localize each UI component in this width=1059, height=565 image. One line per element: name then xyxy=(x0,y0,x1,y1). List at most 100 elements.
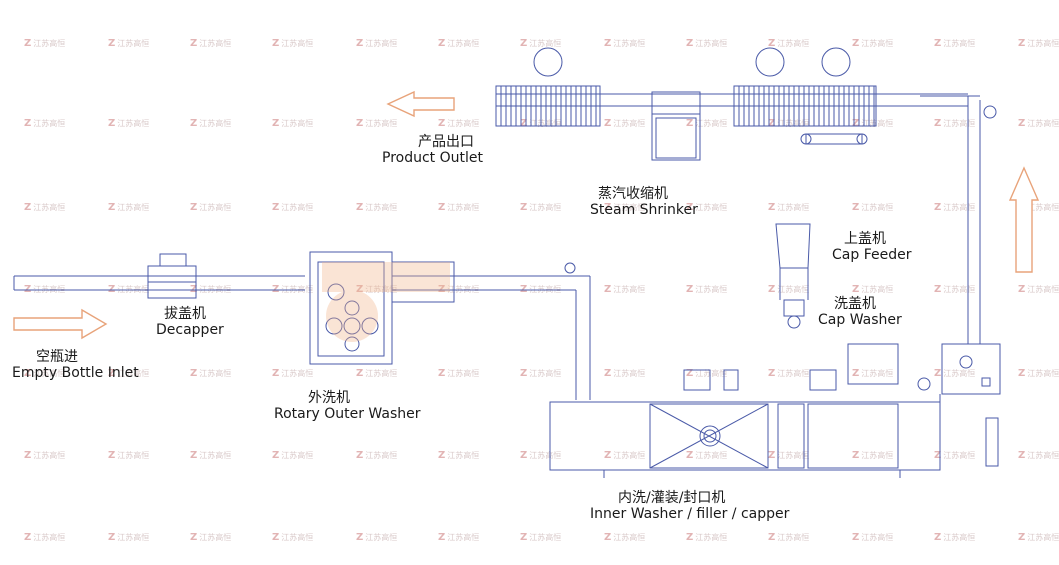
cap-feeder-cn: 上盖机 xyxy=(844,231,886,247)
watermark-text: 江苏高恒 xyxy=(777,451,810,460)
watermark-logo: Z xyxy=(604,450,612,461)
watermark-logo: Z xyxy=(438,532,446,543)
inlet-arrow xyxy=(13,308,108,340)
watermark-logo: Z xyxy=(934,202,942,213)
watermark-logo: Z xyxy=(686,118,694,129)
watermark-logo: Z xyxy=(768,368,776,379)
watermark-text: 江苏高恒 xyxy=(199,203,232,212)
watermark-text: 江苏高恒 xyxy=(199,119,232,128)
watermark-logo: Z xyxy=(356,202,364,213)
watermark-text: 江苏高恒 xyxy=(117,39,150,48)
watermark-logo: Z xyxy=(356,450,364,461)
empty-bottle-inlet-label: 空瓶进 Empty Bottle Inlet xyxy=(12,349,139,381)
watermark-logo: Z xyxy=(768,38,776,49)
inlet-conveyor xyxy=(13,275,305,291)
watermark-logo: Z xyxy=(108,202,116,213)
cap-washer-en: Cap Washer xyxy=(818,312,902,329)
watermark-text: 江苏高恒 xyxy=(447,451,480,460)
watermark-logo: Z xyxy=(190,450,198,461)
watermark-logo: Z xyxy=(852,284,860,295)
watermark-logo: Z xyxy=(934,368,942,379)
inner-washer-filler-capper-cn: 内洗/灌装/封口机 xyxy=(618,490,726,506)
watermark-text: 江苏高恒 xyxy=(695,39,728,48)
watermark-logo: Z xyxy=(852,532,860,543)
watermark-logo: Z xyxy=(852,202,860,213)
watermark-logo: Z xyxy=(1018,532,1026,543)
watermark-text: 江苏高恒 xyxy=(861,119,894,128)
cap-feeder-en: Cap Feeder xyxy=(832,247,912,264)
watermark-text: 江苏高恒 xyxy=(365,533,398,542)
watermark-text: 江苏高恒 xyxy=(281,451,314,460)
watermark-logo: Z xyxy=(356,38,364,49)
watermark-logo: Z xyxy=(768,450,776,461)
watermark-logo: Z xyxy=(356,284,363,295)
watermark-text: 江苏高恒 xyxy=(695,369,728,378)
watermark-logo: Z xyxy=(852,368,860,379)
watermark-logo: Z xyxy=(108,118,116,129)
watermark-text: 江苏高恒 xyxy=(613,369,646,378)
watermark-text: 江苏高恒 xyxy=(861,285,894,294)
watermark-text: 江苏高恒 xyxy=(943,285,976,294)
watermark-logo: Z xyxy=(768,118,776,129)
watermark-text: 江苏高恒 xyxy=(777,39,810,48)
watermark-text: 江苏高恒 xyxy=(695,451,728,460)
watermark-text: 江苏高恒 xyxy=(943,119,976,128)
watermark-text: 江苏高恒 xyxy=(199,533,232,542)
watermark-text: 江苏高恒 xyxy=(117,533,150,542)
decapper-en: Decapper xyxy=(156,322,224,339)
watermark-text: 江苏高恒 xyxy=(1027,119,1059,128)
watermark-logo: Z xyxy=(272,202,280,213)
rotary-outer-washer-en: Rotary Outer Washer xyxy=(274,406,421,423)
watermark-text: 江苏高恒 xyxy=(365,203,398,212)
watermark-text: 江苏高恒 xyxy=(365,369,398,378)
return-conveyor xyxy=(920,95,997,344)
product-outlet-cn: 产品出口 xyxy=(418,134,474,150)
watermark-text: 江苏高恒 xyxy=(281,203,314,212)
steam-shrinker-line xyxy=(496,91,968,161)
watermark-text: 江苏高恒 xyxy=(1027,203,1059,212)
watermark-text: 江苏高恒 xyxy=(199,451,232,460)
watermark-text: 江苏高恒 xyxy=(365,39,398,48)
watermark-logo: Z xyxy=(934,450,942,461)
watermark-text: 江苏高恒 xyxy=(1027,39,1059,48)
watermark-logo: Z xyxy=(190,38,198,49)
empty-bottle-inlet-cn: 空瓶进 xyxy=(36,349,78,365)
watermark-logo: Z xyxy=(852,38,860,49)
watermark-text: 江苏高恒 xyxy=(199,369,232,378)
watermark-logo: Z xyxy=(686,368,694,379)
